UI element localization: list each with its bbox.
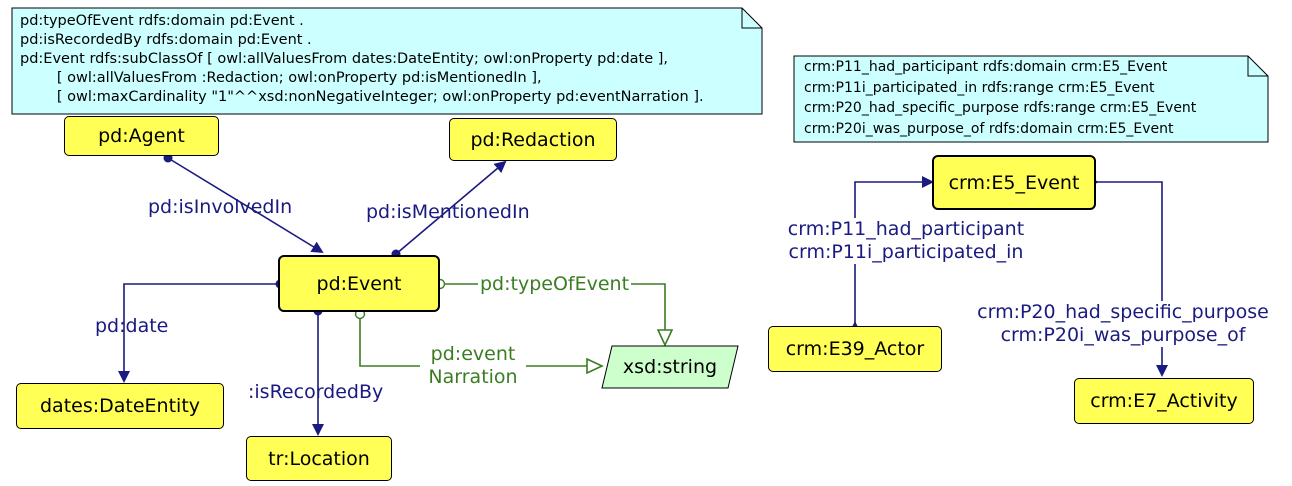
node-pd-agent[interactable]: pd:Agent: [64, 116, 219, 156]
node-pd-event[interactable]: pd:Event: [278, 255, 440, 312]
label-p20: crm:P20_had_specific_purpose crm:P20i_wa…: [956, 301, 1290, 347]
node-crm-e7-activity[interactable]: crm:E7_Activity: [1074, 378, 1254, 424]
note-right: crm:P11_had_participant rdfs:domain crm:…: [804, 59, 1197, 137]
node-crm-e39-actor[interactable]: crm:E39_Actor: [768, 326, 942, 372]
label-is-recorded-by: :isRecordedBy: [248, 381, 384, 403]
label-p11-had-participant: crm:P11_had_participant: [787, 218, 1025, 240]
note-left-shape: [11, 7, 763, 115]
node-crm-e5-event[interactable]: crm:E5_Event: [932, 155, 1096, 210]
label-date: pd:date: [95, 315, 169, 337]
label-p20i-was-purpose-of: crm:P20i_was_purpose_of: [1000, 324, 1246, 346]
label-p11: crm:P11_had_participant crm:P11i_partici…: [770, 218, 1042, 264]
note-left-fold: [741, 8, 762, 29]
edge-p11[interactable]: [849, 176, 934, 333]
note-right-fold: [1247, 56, 1268, 77]
node-xsd-string[interactable]: xsd:string: [622, 356, 718, 378]
edge-is-mentioned-in[interactable]: [395, 160, 507, 255]
label-event-narration: pd:event Narration: [420, 343, 526, 389]
node-pd-redaction[interactable]: pd:Redaction: [449, 118, 617, 161]
label-event-narration-line1: pd:event: [430, 343, 516, 365]
label-is-mentioned-in: pd:isMentionedIn: [366, 201, 530, 223]
xsd-string-shape: [601, 345, 739, 389]
label-event-narration-line2: Narration: [428, 366, 518, 388]
label-type-of-event: pd:typeOfEvent: [478, 273, 632, 296]
label-is-involved-in: pd:isInvolvedIn: [148, 196, 293, 218]
node-dates-date-entity[interactable]: dates:DateEntity: [16, 383, 224, 429]
edge-is-involved-in[interactable]: [167, 157, 324, 254]
note-left: pd:typeOfEvent rdfs:domain pd:Event . pd…: [20, 13, 704, 105]
edge-date[interactable]: [118, 283, 280, 383]
node-tr-location[interactable]: tr:Location: [246, 436, 392, 481]
label-p11i-participated-in: crm:P11i_participated_in: [788, 241, 1024, 263]
label-p20-had-specific-purpose: crm:P20_had_specific_purpose: [977, 301, 1269, 323]
note-right-shape: [793, 55, 1269, 143]
